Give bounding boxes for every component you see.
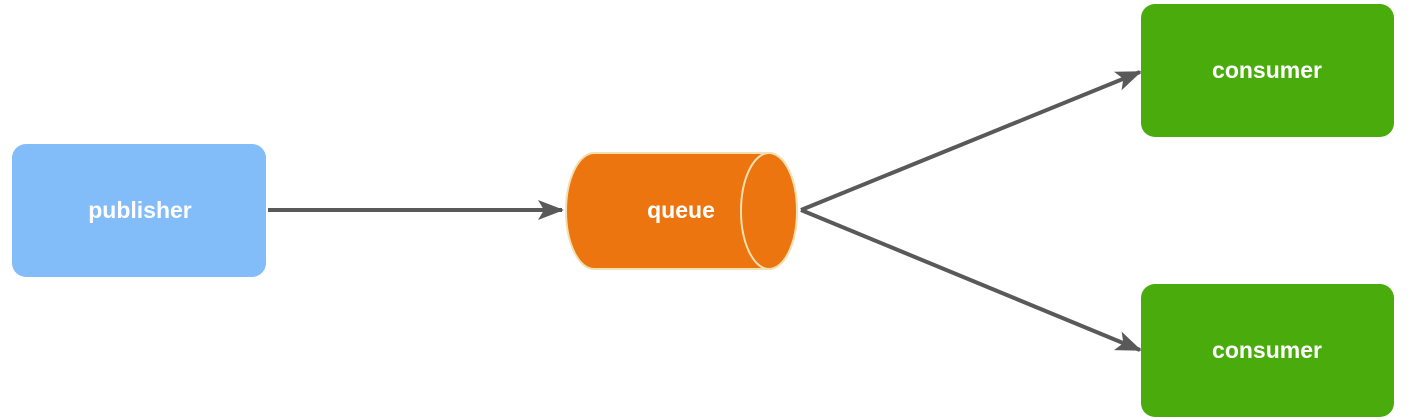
- publisher-box: [12, 144, 266, 277]
- queue-label: queue: [647, 197, 715, 223]
- edge-queue-to-consumer-2: [800, 208, 1142, 352]
- edge-queue-to-consumer-1: [800, 70, 1142, 212]
- consumer-box-1: [1141, 4, 1394, 137]
- publisher-node[interactable]: publisher: [12, 144, 266, 277]
- consumer-node-2[interactable]: consumer: [1141, 284, 1394, 417]
- queue-cylinder-cap: [740, 152, 798, 270]
- consumer-node-1[interactable]: consumer: [1141, 4, 1394, 137]
- queue-node[interactable]: queue: [565, 152, 798, 270]
- consumer-label-2: consumer: [1212, 337, 1322, 363]
- consumer-box-2: [1141, 284, 1394, 417]
- publisher-label: publisher: [88, 197, 192, 223]
- consumer-label-1: consumer: [1212, 57, 1322, 83]
